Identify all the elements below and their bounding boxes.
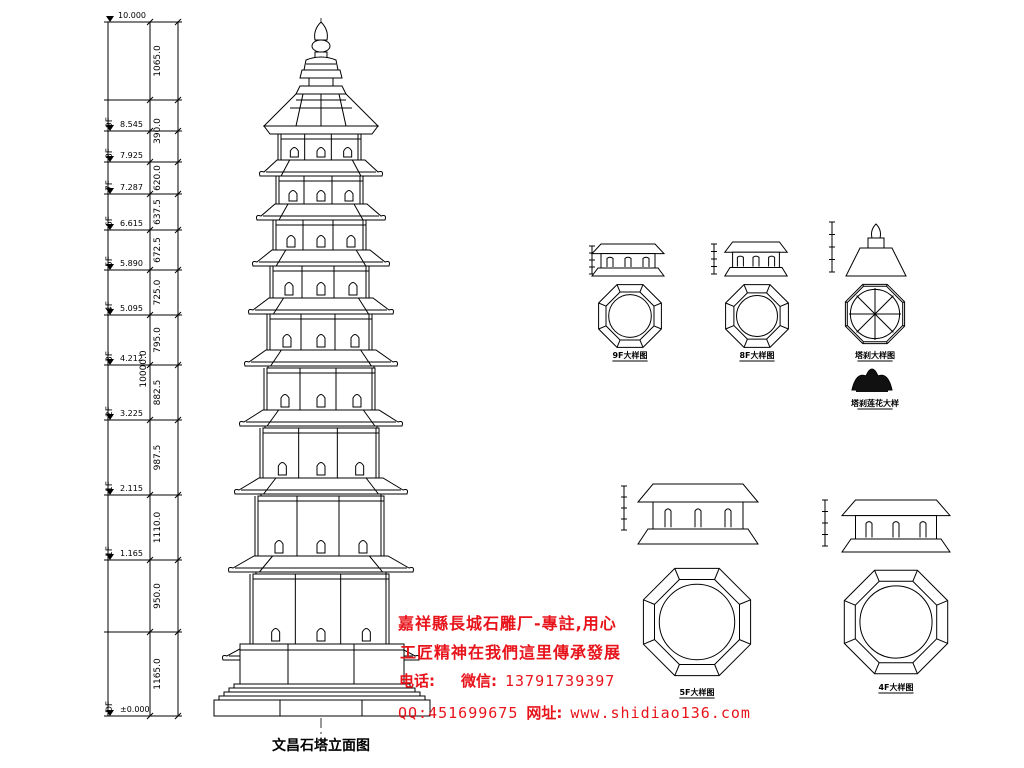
segment-dimension: 637.5 — [153, 199, 163, 225]
segment-dimension: 882.5 — [153, 380, 163, 406]
segment-dimension: 1065.0 — [153, 45, 163, 77]
level-mark: DF ±0.000 — [105, 701, 150, 716]
segment-dimension: 1165.0 — [153, 658, 163, 690]
detail-label: 8F大样图 — [739, 350, 774, 360]
pagoda-elevation: 文昌石塔立面图 — [213, 18, 431, 754]
floor-tag: 4F — [105, 301, 115, 312]
detail-9f: 9F大样图 — [589, 243, 666, 362]
pagoda-tier — [252, 219, 390, 270]
promo-web-line: QQ:451699675 网址: www.shidiao136.com — [398, 702, 751, 723]
floor-tag: 2F — [105, 406, 115, 417]
level-elevation: 10.000 — [118, 11, 146, 20]
level-elevation: 2.115 — [120, 484, 143, 493]
level-elevation: 7.925 — [120, 151, 143, 160]
pagoda-tier — [234, 427, 408, 498]
promo-contact-line: 电话: 微信: 13791739397 — [399, 670, 615, 691]
pagoda-tier — [244, 313, 398, 370]
level-mark: 9F 8.545 — [105, 117, 143, 131]
floor-tag: 1F — [105, 481, 115, 492]
pagoda-finial — [262, 21, 380, 135]
level-mark: 3F 4.212 — [105, 351, 143, 365]
detail-finial-lotus: 塔刹莲花大样 — [851, 368, 899, 410]
detail-label: 4F大样图 — [878, 682, 913, 692]
detail-label: 塔刹莲花大样 — [851, 398, 899, 408]
level-mark: 8F 7.925 — [105, 148, 143, 162]
segment-dimension: 950.0 — [153, 583, 163, 609]
pagoda-tier — [239, 367, 403, 430]
level-elevation: 4.212 — [120, 354, 143, 363]
pagoda-base — [213, 643, 431, 717]
promo-company-line: 嘉祥縣長城石雕厂-專註,用心 — [398, 614, 617, 633]
floor-tag: 9F — [105, 117, 115, 128]
total-height-dimension: 10000.0 — [139, 350, 149, 387]
level-mark: 1F 2.115 — [105, 481, 143, 495]
elevation-title: 文昌石塔立面图 — [272, 737, 370, 754]
pagoda-tier — [228, 495, 414, 576]
detail-5f: 5F大样图 — [621, 483, 760, 699]
pagoda-tier — [259, 133, 383, 180]
dimension-chain: 10.000 9F 8.545 8F 7.925 7F 7.287 6F 6.615 5F 5.89… — [104, 11, 182, 720]
level-mark: 4F 5.095 — [105, 301, 143, 315]
level-mark: 6F 6.615 — [105, 216, 143, 230]
segment-dimension: 620.0 — [153, 165, 163, 191]
level-mark: 5F 5.890 — [105, 256, 143, 270]
floor-tag: 7F — [105, 180, 115, 191]
phone-number: 13791739397 — [505, 672, 616, 690]
level-elevation: 1.165 — [120, 549, 143, 558]
floor-tag: 8F — [105, 148, 115, 159]
detail-8f: 8F大样图 — [711, 241, 789, 362]
promo-slogan-line: 工匠精神在我們這里傳承發展 — [400, 643, 622, 662]
qq-number: QQ:451699675 — [398, 704, 519, 722]
floor-tag: 1F — [105, 546, 115, 557]
segment-dimension: 987.5 — [153, 445, 163, 471]
floor-tag: 6F — [105, 216, 115, 227]
detail-4f: 4F大样图 — [822, 499, 952, 694]
wechat-label: 微信: — [461, 672, 497, 690]
level-mark: 2F 3.225 — [105, 406, 143, 420]
level-mark: 1F 1.165 — [105, 546, 143, 560]
level-elevation: 8.545 — [120, 120, 143, 129]
level-elevation: 3.225 — [120, 409, 143, 418]
segment-dimension: 1110.0 — [153, 511, 163, 543]
floor-tag: 3F — [105, 351, 115, 362]
level-elevation: ±0.000 — [120, 705, 150, 714]
pagoda-tier — [256, 175, 386, 224]
floor-tag: 5F — [105, 256, 115, 267]
detail-label: 9F大样图 — [612, 350, 647, 360]
phone-label: 电话: — [399, 672, 435, 690]
level-elevation: 5.890 — [120, 259, 143, 268]
segment-dimension: 672.5 — [153, 237, 163, 263]
segment-dimension: 795.0 — [153, 327, 163, 353]
level-elevation: 7.287 — [120, 183, 143, 192]
level-elevation: 5.095 — [120, 304, 143, 313]
level-mark: 7F 7.287 — [105, 180, 143, 194]
pagoda-tiers — [222, 133, 420, 664]
detail-finial: 塔刹大样图 — [829, 221, 907, 362]
detail-label: 塔刹大样图 — [855, 350, 895, 360]
detail-label: 5F大样图 — [679, 687, 714, 697]
website-url: www.shidiao136.com — [570, 704, 751, 722]
website-label: 网址: — [526, 704, 563, 722]
segment-dimension: 390.0 — [153, 118, 163, 144]
segment-dimension: 725.0 — [153, 279, 163, 305]
floor-tag: DF — [105, 701, 115, 713]
level-mark: 10.000 — [106, 11, 146, 22]
pagoda-tier — [248, 265, 394, 318]
level-elevation: 6.615 — [120, 219, 143, 228]
